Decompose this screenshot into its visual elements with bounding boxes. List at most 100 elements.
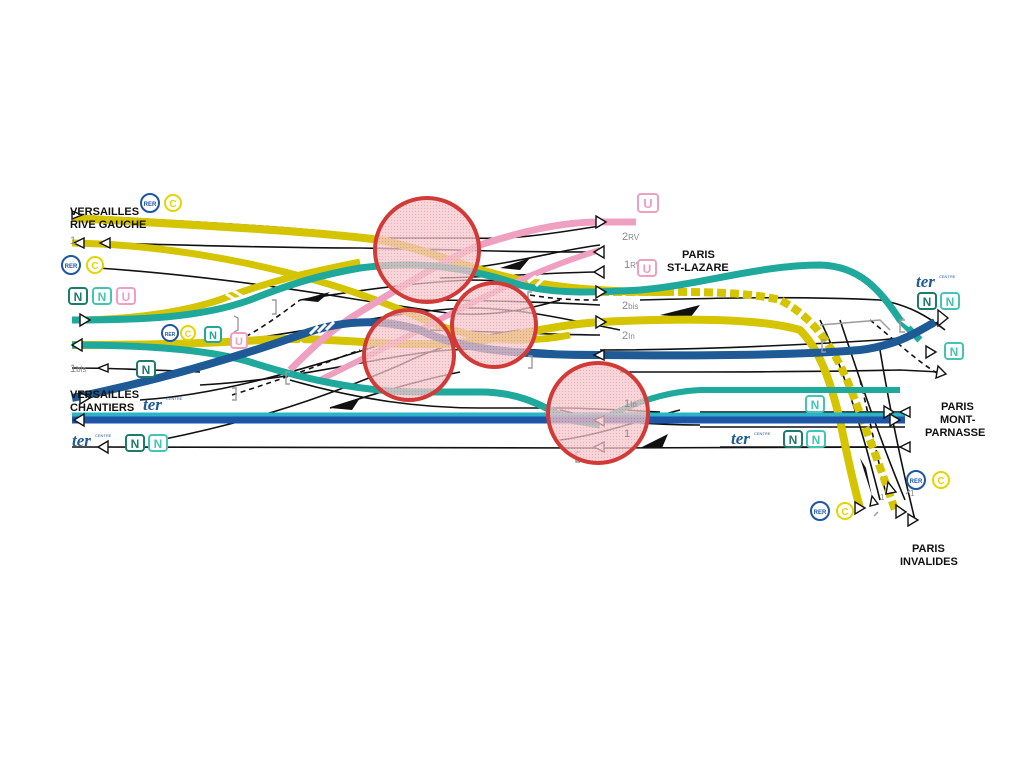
line-badges: RER C RER C RER C RER C RER C [61,193,964,521]
line-rer-c-4 [71,315,864,510]
svg-text:C: C [937,476,944,487]
svg-text:RER: RER [165,332,176,338]
svg-text:N: N [811,398,820,412]
arrow-icon [937,308,950,328]
line-transilien-n-1 [71,261,923,343]
arrow-icon [71,209,84,221]
svg-text:RER: RER [144,202,157,208]
conflict-zones [362,196,650,465]
svg-text:C: C [841,507,848,518]
dash-b [231,349,361,396]
track-invalides-b [839,319,906,501]
rer-c-badge: RER C [140,193,182,213]
ter-centre-logo: ter CENTRE [143,395,183,414]
svg-text:N: N [209,330,217,342]
conflict-zone [373,196,481,304]
svg-text:ter: ter [731,429,750,448]
svg-text:U: U [122,290,131,304]
rer-c-badge: RER C [906,470,950,490]
transilien-n-badge: N [68,287,88,305]
svg-text:N: N [98,290,107,304]
station-invalides: PARIS INVALIDES [900,543,958,568]
svg-text:CENTRE: CENTRE [166,396,183,401]
transilien-n-badge: N [148,434,168,452]
transilien-n-badge: N [783,430,803,448]
arrow-icon [898,440,911,454]
svg-text:ter: ter [143,395,162,414]
line-transilien-n-2 [71,341,601,429]
svg-text:CENTRE: CENTRE [754,431,771,436]
conflict-zone [362,308,456,402]
svg-text:N: N [789,433,798,447]
arrow-icon [96,362,109,374]
svg-text:ter: ter [72,431,91,450]
track-label-1-right-a: 1 [880,493,885,502]
svg-text:N: N [923,295,932,309]
ter-centre-logo: ter CENTRE [731,429,771,448]
arrow-icon [895,503,908,520]
arrow-icon [889,412,902,428]
svg-text:U: U [235,336,243,348]
arrow-icon [935,364,948,380]
svg-text:U: U [643,196,652,211]
svg-text:RER: RER [814,510,827,516]
arrow-icon [595,284,608,300]
station-versailles-chantiers: VERSAILLES CHANTIERS [70,389,142,414]
svg-text:N: N [74,290,83,304]
ter-centre-logo: ter CENTRE [72,431,112,450]
track-invalides-c [879,349,916,521]
arrow-icon [79,312,92,328]
transilien-n-badge: N [806,430,826,448]
dash-c [529,294,601,301]
svg-text:ter: ter [916,272,935,291]
conflict-zone [546,361,650,465]
transilien-n-badge: N [805,395,825,413]
transilien-u-badge: U [116,287,136,305]
svg-text:U: U [643,262,652,276]
transilien-u-badge: U [637,259,657,277]
station-labels: VERSAILLES RIVE GAUCHE VERSAILLES CHANTI… [70,206,985,568]
track-label-2in: 2In [622,330,635,342]
arrow-icon [79,390,92,406]
rer-c-badge: RER C [810,501,854,521]
transilien-n-badge: N [917,292,937,310]
track-right-2 [619,369,941,373]
transilien-n-badge: N [125,434,145,452]
svg-text:N: N [812,433,821,447]
arrow-icon [72,236,85,250]
rer-c-badge: RER C [61,255,104,275]
arrow-icon [72,412,85,428]
track-right-3 [639,296,946,331]
svg-text:C: C [185,329,192,339]
track-label-1rv: 1RV [624,259,642,271]
arrow-icon [98,236,111,250]
terminal-arrows [70,209,950,528]
track-label-1-right-b: 1 [910,489,915,498]
svg-text:CENTRE: CENTRE [939,274,956,279]
svg-text:N: N [950,345,959,359]
arrow-icon [885,480,898,495]
svg-text:RER: RER [910,479,923,485]
svg-text:N: N [131,437,140,451]
svg-text:N: N [142,363,151,377]
ter-centre-logo: ter CENTRE [916,272,956,291]
track-vrg-2 [71,241,601,253]
transilien-n-badge: N [204,326,222,343]
transilien-n-badge: N [940,292,960,310]
transilien-n-badge: N [136,360,156,378]
svg-text:C: C [169,199,176,210]
line-ter-upper-right [599,318,937,360]
svg-text:N: N [946,295,955,309]
arrow-icon [595,214,608,230]
rer-c-badge: RER C [161,324,196,342]
track-numbers: 1 2RV 1RV 2bis 2In 1bis 1In 1 1 1 [70,231,915,502]
track-label-2rv: 2RV [622,231,640,243]
arrow-icon [70,337,83,353]
station-st-lazare: PARIS ST-LAZARE [667,249,729,274]
station-versailles-rg: VERSAILLES RIVE GAUCHE [70,206,146,231]
arrow-icon [592,244,605,260]
track-label-2bis: 2bis [622,300,638,312]
transilien-n-badge: N [944,342,964,360]
arrow-icon [96,439,109,455]
